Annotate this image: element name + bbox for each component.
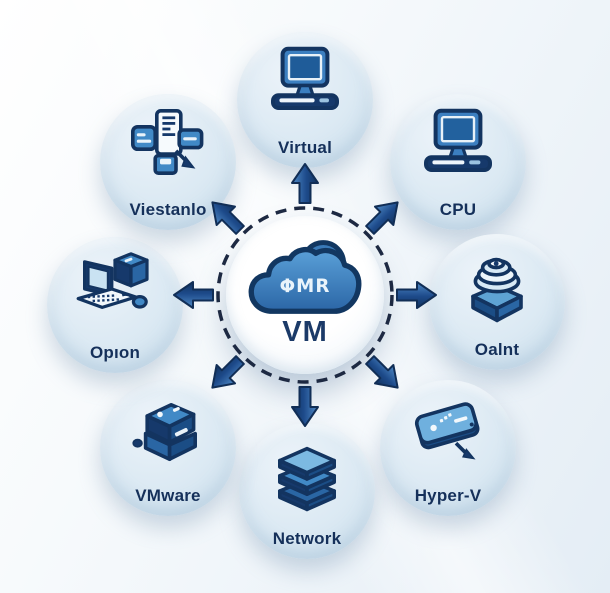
node-label: VMware [135,486,201,505]
node-label: Hyper-V [414,486,482,505]
desktop-computer-icon [271,46,339,110]
arrow-southeast [359,349,408,398]
node-label: Viestanlo [129,200,207,219]
node-viestanlo: Viestanlo [100,94,236,230]
node-label: Virtual [278,138,332,157]
node-oalnt: Oalnt [429,234,565,370]
stacked-boxes-icon [132,403,197,461]
laptop-workstation-icon [76,252,149,309]
vm-hub: ΦMR VM [226,216,384,374]
cloud-icon: ΦMR [248,240,362,314]
cloud-text: ΦMR [280,276,331,297]
arrow-north [291,163,319,204]
node-label: Oalnt [474,340,520,359]
arrow-southwest [202,349,251,398]
stacked-layers-icon [278,446,336,512]
flowchart-icon [131,109,204,175]
node-network: Network [239,423,375,559]
node-label: CPU [439,200,477,219]
node-virtual: Virtual [237,32,373,168]
node-opion: Opıon [47,237,183,373]
node-label: Network [272,529,342,548]
node-hyper-v: Hyper-V [380,380,516,516]
node-vmware: VMware [100,380,236,516]
external-drive-icon [414,402,480,460]
node-cpu: CPU [390,94,526,230]
node-label: Opıon [89,343,141,362]
vm-hub-label: VM [282,316,328,348]
desktop-computer-icon [424,108,492,172]
arrow-south [291,386,319,427]
coil-stack-icon [471,257,523,323]
